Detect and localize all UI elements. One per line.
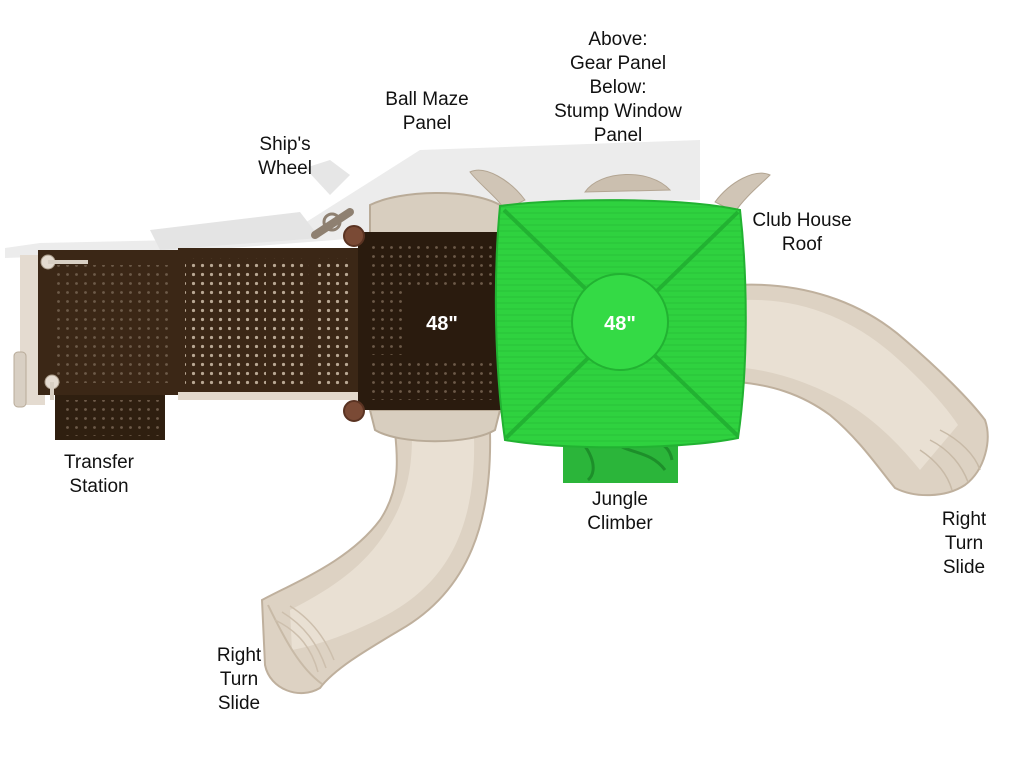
right-turn-slide-bottom xyxy=(260,431,492,694)
transfer-station-label: Transfer Station xyxy=(63,452,135,497)
center-deck: 48" xyxy=(358,192,506,443)
center-deck-height: 48" xyxy=(426,313,458,335)
right-turn-slide-right-label: Right Turn Slide xyxy=(941,509,987,578)
club-house-panels xyxy=(469,169,771,213)
jungle-climber-label: Jungle Climber xyxy=(587,489,653,534)
ball-maze-label: Ball Maze Panel xyxy=(385,89,469,134)
perforated-deck xyxy=(178,248,363,400)
right-turn-slide-bottom-label: Right Turn Slide xyxy=(216,645,262,714)
gear-stump-label: Above: Gear Panel Below: Stump Window Pa… xyxy=(554,29,682,146)
club-house-roof: 48" xyxy=(494,199,747,449)
right-turn-slide-right xyxy=(737,283,989,497)
ground-shadow xyxy=(5,140,700,258)
ships-wheel xyxy=(311,208,354,239)
club-house-roof-label: Club House Roof xyxy=(752,210,852,255)
ships-wheel-label: Ship's Wheel xyxy=(258,134,312,179)
roof-deck-height: 48" xyxy=(604,313,636,335)
transfer-station xyxy=(13,250,183,440)
post-caps xyxy=(343,225,365,422)
